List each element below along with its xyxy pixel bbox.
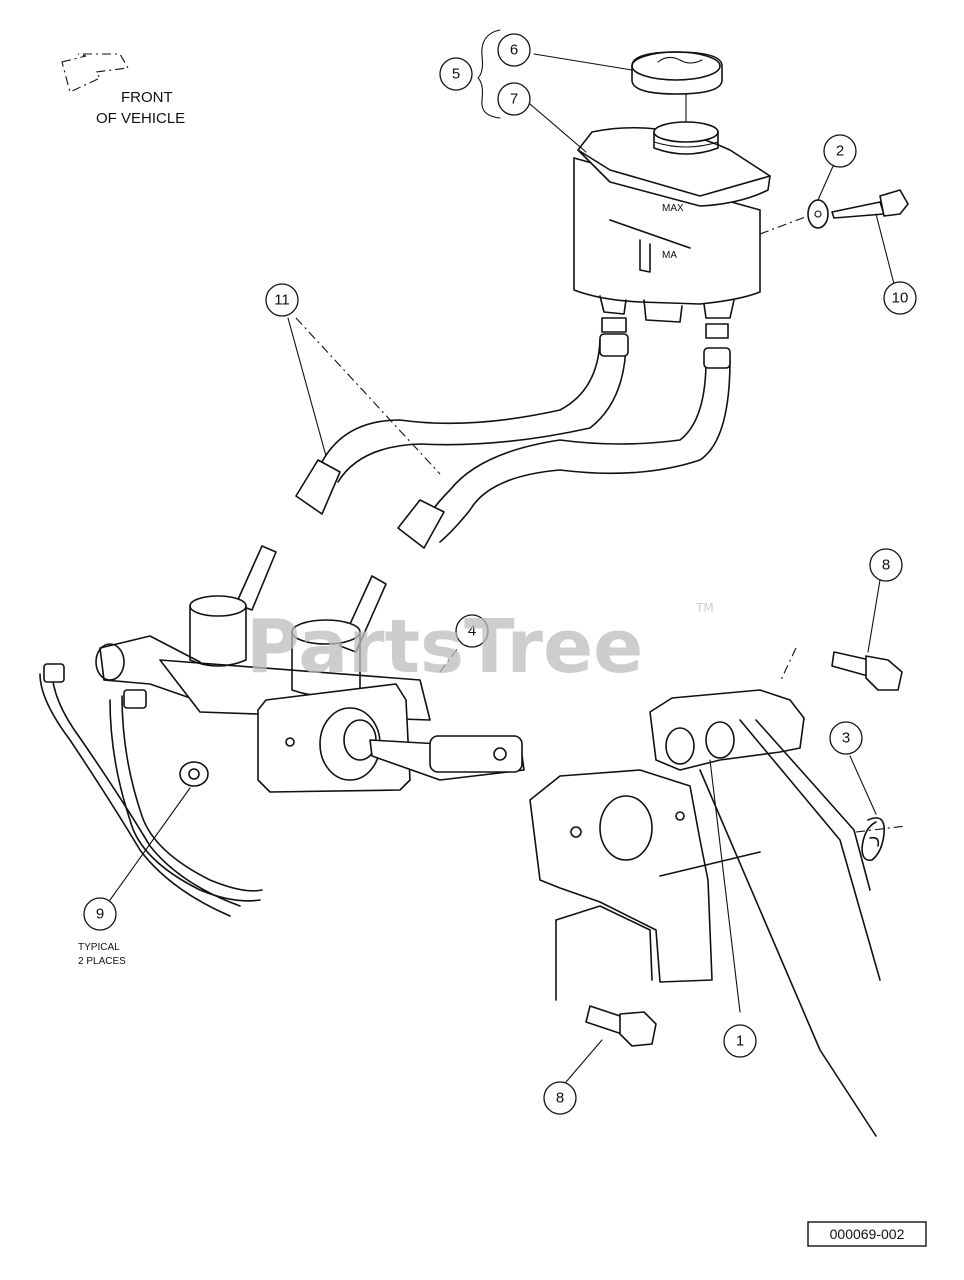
typical-note-line1: TYPICAL	[78, 942, 120, 953]
retaining-clip	[855, 817, 907, 862]
washer-leader	[759, 215, 809, 235]
svg-text:11: 11	[274, 292, 290, 309]
watermark-tm: TM	[695, 601, 714, 615]
svg-text:10: 10	[892, 290, 909, 307]
hose-leader-1	[287, 317, 327, 457]
callout-1: 1	[723, 1024, 757, 1058]
pedal-bracket	[529, 689, 805, 1001]
callout-2: 2	[823, 134, 857, 168]
diagram-code: 000069-002	[830, 1226, 905, 1242]
svg-text:9: 9	[96, 906, 104, 923]
reservoir-max-label: MAX	[662, 203, 684, 214]
svg-text:6: 6	[510, 42, 518, 59]
cylinder-leader	[439, 647, 459, 673]
hose-leader-2	[295, 317, 441, 475]
callout-5-bracket	[477, 29, 501, 119]
callout-9: 9	[83, 897, 117, 931]
svg-text:3: 3	[842, 730, 850, 747]
washer	[807, 199, 829, 229]
callout-5: 5	[439, 57, 473, 91]
master-cylinder	[95, 595, 525, 793]
callout-10: 10	[883, 281, 917, 315]
brake-hoses	[235, 317, 731, 653]
callout-6: 6	[497, 33, 531, 67]
bolt-upper	[831, 651, 903, 691]
fitting-leader	[109, 787, 191, 901]
svg-text:5: 5	[452, 66, 460, 83]
reservoir-min-label: MA	[662, 250, 677, 261]
svg-text:8: 8	[556, 1090, 564, 1107]
front-label-line2: OF VEHICLE	[96, 110, 185, 127]
callout-8-lower: 8	[543, 1081, 577, 1115]
svg-text:8: 8	[882, 557, 890, 574]
callout-3: 3	[829, 721, 863, 755]
leader-lines	[529, 53, 895, 1083]
callout-7: 7	[497, 82, 531, 116]
front-arrow-icon	[61, 53, 129, 93]
bolt-upper-leader	[779, 647, 797, 683]
callout-4: 4	[455, 614, 489, 648]
pedal-arm	[699, 719, 881, 1137]
brake-fluid-reservoir: MAX MA	[573, 121, 771, 323]
bolt-lower	[585, 1005, 657, 1047]
front-label-line1: FRONT	[121, 89, 173, 106]
svg-text:7: 7	[510, 91, 518, 108]
reservoir-cap	[631, 51, 723, 95]
svg-text:4: 4	[468, 623, 476, 640]
brake-lines	[39, 663, 263, 917]
mounting-screw	[831, 189, 909, 219]
partstree-watermark: PartsTree	[246, 604, 643, 690]
callout-8-upper: 8	[869, 548, 903, 582]
svg-text:2: 2	[836, 143, 844, 160]
diagram-code-box: 000069-002	[807, 1221, 927, 1247]
bracket-leader	[709, 759, 741, 1013]
typical-note-line2: 2 PLACES	[78, 956, 126, 967]
callout-11: 11	[265, 283, 299, 317]
svg-text:1: 1	[736, 1033, 744, 1050]
